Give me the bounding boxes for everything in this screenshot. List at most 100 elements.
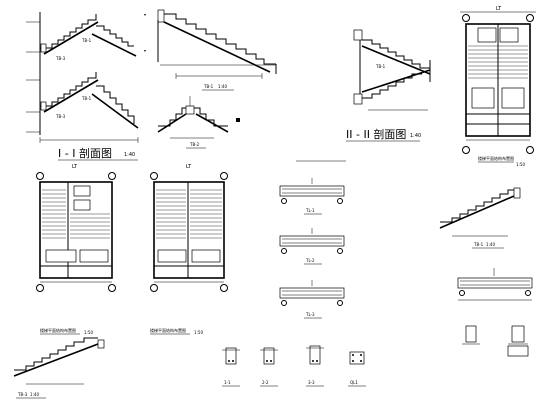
section-1-1-title: I - I 剖面图 [58, 146, 112, 160]
stair-tb1-mark: ▾ [144, 48, 146, 53]
plan-left-label: LT [72, 164, 78, 170]
plan-middle-note: 楼梯平面结构布置图 [150, 327, 186, 333]
section-1-1-lower-flight [40, 72, 97, 107]
plan-left-axis-bubble [108, 172, 116, 180]
plan-right-landing-block [501, 87, 525, 109]
section-2-2-beam-top [353, 29, 363, 41]
section-2-2-scale: 1:40 [410, 133, 421, 139]
section-1-1-beam [40, 101, 47, 111]
section-1-1-label: TB-3 [55, 114, 66, 119]
beam-elevation-right [457, 268, 533, 301]
plan-right-scale: 1:50 [516, 162, 525, 167]
plan-middle-label: LT [186, 164, 192, 170]
section-detail-2-2-caption: 2-2 [262, 380, 269, 385]
section-detail-3-3: 3-3 [306, 345, 324, 387]
stair-tb3-caption: TB-3 [17, 392, 28, 397]
plan-middle-landing-block [157, 249, 187, 263]
section-1-1-beam [40, 43, 47, 53]
plan-right-landing-block [471, 87, 495, 109]
section-2-2-title: II - II 剖面图 [346, 127, 406, 141]
plan-left-outline [39, 181, 113, 279]
section-2-2-upper-flight [362, 39, 430, 69]
section-detail-ql1-body [349, 351, 365, 365]
beam-tl2: TL-2 [279, 228, 345, 265]
stair-tb2-mark [236, 118, 240, 122]
section-1-1-label: TB-1 [81, 38, 92, 43]
section-1-1: TB-1 TB-3 TB-1 TB-3 I - I 剖面图 1:40 [26, 12, 139, 161]
column-details [462, 325, 529, 357]
section-2-2-label: TB-1 [375, 64, 386, 69]
plan-right-landing-block [477, 27, 497, 43]
section-detail-1-1: 1-1 [222, 347, 240, 387]
stair-tb1: ▾ ▾ TB-1 1:40 [144, 9, 277, 91]
plan-left-treads [42, 189, 110, 239]
section-detail-1-1-caption: 1-1 [224, 380, 231, 385]
plan-left-landing-block [73, 199, 91, 211]
stair-tb3-steps [14, 337, 98, 371]
beam-elevation-right-body [457, 277, 533, 289]
column-detail-footing [507, 345, 529, 357]
plan-right-label: LT [496, 6, 502, 12]
stair-tb1-detail-beam [513, 187, 521, 199]
beam-tl3-caption: TL-3 [305, 312, 315, 317]
section-1-1-label: TB-1 [81, 96, 92, 101]
section-detail-1-1-body [225, 347, 237, 365]
plan-left-landing-block [73, 185, 91, 197]
stair-tb3: TB-3 1:40 [13, 337, 105, 399]
stair-tb1-detail-scale: 1:40 [486, 242, 495, 247]
section-detail-ql1: QL1 [348, 351, 366, 387]
section-1-1-upper-return-slab [91, 33, 137, 57]
section-detail-2-2: 2-2 [260, 347, 278, 387]
section-1-1-label: TB-3 [55, 56, 66, 61]
section-1-1-upper-slab [43, 21, 99, 55]
plan-left-axis-bubble [36, 284, 44, 292]
section-detail-2-2-body [263, 347, 275, 365]
stair-tb1-detail-steps [440, 189, 516, 223]
stair-tb2-slab-left [157, 113, 187, 133]
stair-tb1-mark: ▾ [144, 12, 146, 17]
plan-left-landing-block [79, 249, 109, 263]
plan-right-note: 楼梯平面结构布置图 [478, 155, 514, 161]
section-2-2-upper-slab [361, 45, 431, 75]
beam-tl1: TL-1 [279, 178, 345, 215]
beam-tl3: TL-3 [279, 280, 345, 319]
plan-middle-treads [156, 189, 222, 239]
section-2-2-beam-bottom [353, 93, 363, 105]
beam-tl1-body [279, 185, 345, 197]
plan-left-axis-bubble [36, 172, 44, 180]
section-1-1-upper-flight [40, 14, 97, 49]
stair-tb1-detail-caption: TB-1 [473, 242, 484, 247]
stair-tb1-caption: TB-1 [203, 84, 214, 89]
plan-middle-axis-bubble [150, 284, 158, 292]
plan-middle: LT [150, 164, 228, 335]
plan-left-scale: 1:50 [84, 330, 93, 335]
plan-middle-landing-block [191, 249, 221, 263]
section-2-2-lower-flight [362, 73, 422, 99]
column-detail-body [511, 325, 525, 343]
plan-left-landing-block [45, 249, 77, 263]
plan-right-landing-block [499, 27, 519, 43]
stair-tb3-slab [13, 343, 99, 377]
plan-middle-scale: 1:50 [194, 330, 203, 335]
section-1-1-lower-slab [43, 79, 99, 113]
plan-right-axis-bubble [526, 14, 534, 22]
beam-tl3-body [279, 287, 345, 299]
plan-right-axis-bubble [462, 14, 470, 22]
section-1-1-lower-return-flight [96, 85, 135, 124]
stair-tb1-steps [164, 13, 276, 65]
plan-right-treads [468, 45, 528, 79]
plan-middle-axis-bubble [220, 284, 228, 292]
plan-left-axis-bubble [108, 284, 116, 292]
stair-tb2: TB-2 [157, 96, 240, 149]
plan-middle-axis-bubble [150, 172, 158, 180]
section-1-1-scale: 1:40 [124, 152, 135, 158]
plan-middle-axis-bubble [220, 172, 228, 180]
section-detail-3-3-caption: 3-3 [308, 380, 315, 385]
plan-left-note: 楼梯平面结构布置图 [40, 327, 76, 333]
stair-tb2-slab-right [195, 113, 229, 133]
stair-tb2-caption: TB-2 [189, 142, 200, 147]
plan-right: LT 楼梯平面结构布置图 1:50 [460, 6, 536, 167]
plan-left: LT [36, 164, 116, 335]
section-1-1-elevation-marks [26, 21, 40, 133]
